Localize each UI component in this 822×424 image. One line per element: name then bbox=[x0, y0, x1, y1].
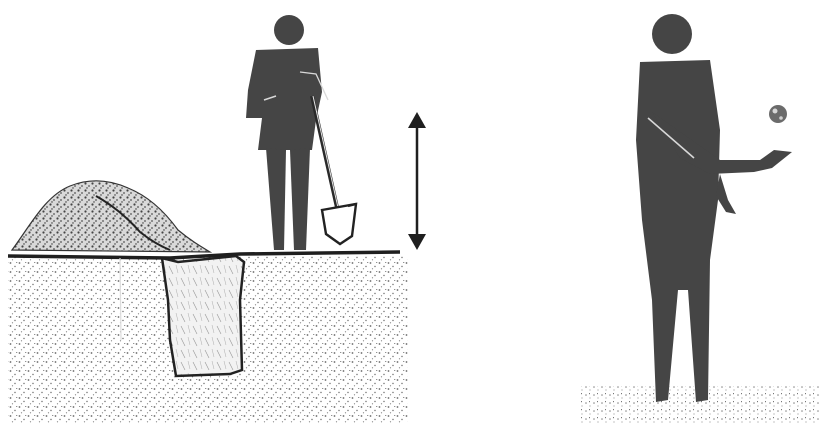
shovel-icon bbox=[312, 96, 356, 244]
person-figure bbox=[246, 15, 328, 250]
ball-icon bbox=[769, 105, 787, 123]
digging-scene-svg bbox=[0, 0, 440, 424]
person-figure bbox=[636, 14, 792, 402]
tossing-scene-svg bbox=[560, 0, 822, 424]
vertical-double-arrow-icon bbox=[408, 112, 426, 250]
tossing-illustration bbox=[560, 0, 822, 424]
soil-mound bbox=[12, 181, 210, 252]
digging-illustration bbox=[0, 0, 440, 424]
dug-hole bbox=[162, 256, 244, 376]
